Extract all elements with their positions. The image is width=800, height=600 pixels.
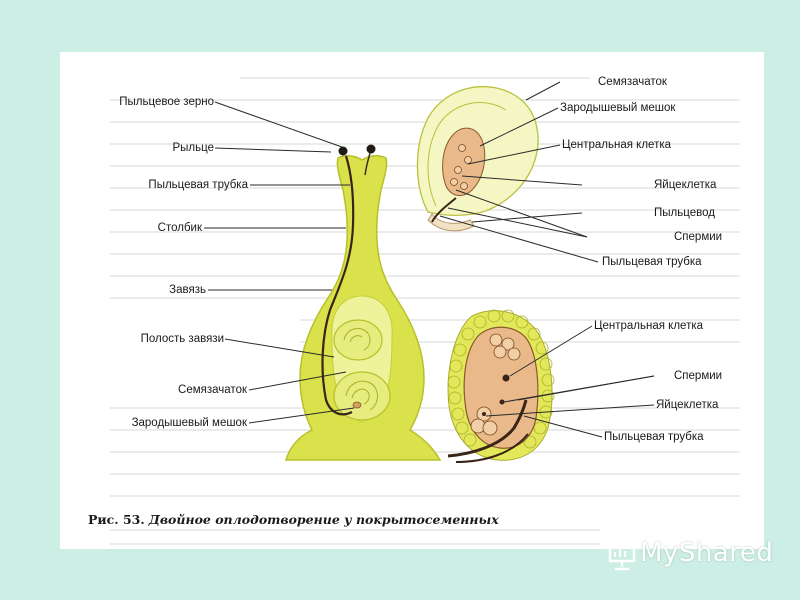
central-cell-nucleus xyxy=(502,374,510,382)
antipodal-cells xyxy=(489,333,521,361)
label-embryo-sac-left: Зародышевый мешок xyxy=(131,417,247,429)
ovule-pollen-tube xyxy=(431,197,457,223)
label-ovule-left: Семязачаток xyxy=(178,384,247,396)
label-central-cell-top: Центральная клетка xyxy=(562,139,672,151)
ovule xyxy=(416,85,539,232)
detail-pollen-tube xyxy=(447,399,528,458)
caption-text: Двойное оплодотворение у покрытосеменных xyxy=(148,512,499,527)
presentation-board-icon xyxy=(608,542,636,571)
nucellus-cell-pattern xyxy=(447,309,555,449)
upper-ovule xyxy=(333,319,383,361)
label-egg-cell-top: Яйцеклетка xyxy=(654,179,717,191)
label-pollen-grain: Пыльцевое зерно xyxy=(119,96,214,108)
label-egg-cell-bottom: Яйцеклетка xyxy=(656,399,719,411)
lower-ovule xyxy=(333,371,391,421)
embryo-sac-detail xyxy=(447,309,555,463)
label-pollen-tube-style: Пыльцевая трубка xyxy=(148,179,248,191)
label-stigma: Рыльце xyxy=(172,142,215,154)
background-text-lines xyxy=(110,77,740,545)
embryo-sac-small xyxy=(352,401,362,409)
sperm-upper xyxy=(499,399,505,405)
textbook-page xyxy=(60,52,764,549)
label-ovary-cavity: Полость завязи xyxy=(140,333,224,345)
pollen-tube-in-style xyxy=(321,155,355,416)
pollen-grain-right xyxy=(366,144,376,154)
watermark-text: MyShared xyxy=(640,538,774,568)
label-style: Столбик xyxy=(157,222,202,234)
label-ovule-right: Семязачаток xyxy=(598,76,667,88)
label-sperm-top: Спермии xyxy=(674,231,723,243)
ovule-inner-integument xyxy=(427,102,507,207)
label-pollen-tube-bottom: Пыльцевая трубка xyxy=(604,431,704,443)
pistil xyxy=(285,144,442,461)
label-pollen-tube-top: Пыльцевая трубка xyxy=(602,256,702,268)
egg-apparatus xyxy=(470,406,498,436)
pollen-grain-left xyxy=(338,146,348,156)
figure-caption: Рис. 53. Двойное оплодотворение у покрыт… xyxy=(88,512,499,527)
label-central-cell-bottom: Центральная клетка xyxy=(594,320,704,332)
caption-number: Рис. 53. xyxy=(88,512,145,527)
label-embryo-sac-right: Зародышевый мешок xyxy=(560,102,676,114)
leader-lines xyxy=(204,81,655,438)
label-sperm-bottom: Спермии xyxy=(674,370,723,382)
label-micropyle: Пыльцевод xyxy=(654,207,715,219)
label-ovary: Завязь xyxy=(169,284,206,296)
